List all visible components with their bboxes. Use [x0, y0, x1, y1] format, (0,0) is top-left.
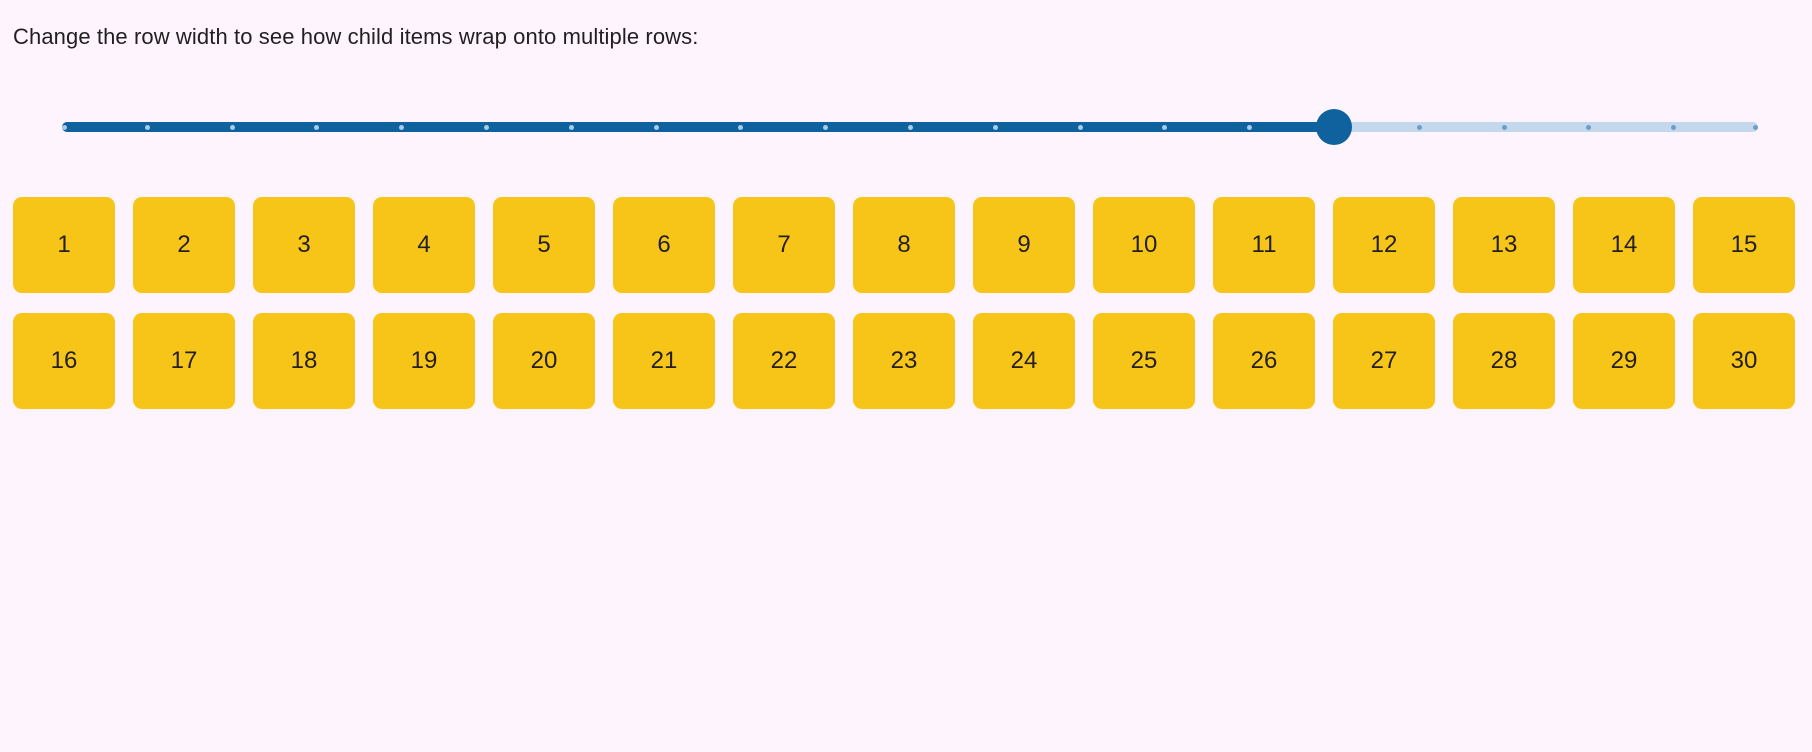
slider-tick [229, 125, 235, 130]
tile-item: 18 [253, 313, 355, 409]
tile-item: 3 [253, 197, 355, 293]
slider-track-active[interactable] [62, 122, 1334, 132]
tile-item: 8 [853, 197, 955, 293]
tile-item: 5 [493, 197, 595, 293]
slider-tick [144, 125, 150, 130]
tile-item: 2 [133, 197, 235, 293]
row-width-slider[interactable] [62, 107, 1758, 147]
tile-item: 25 [1093, 313, 1195, 409]
slider-tick [1753, 125, 1758, 130]
slider-tick [738, 125, 744, 130]
tile-item: 29 [1573, 313, 1675, 409]
slider-tick [314, 125, 320, 130]
tile-item: 20 [493, 313, 595, 409]
slider-tick [1501, 125, 1507, 130]
tile-item: 26 [1213, 313, 1315, 409]
slider-tick [1247, 125, 1253, 130]
tile-item: 30 [1693, 313, 1795, 409]
tile-item: 23 [853, 313, 955, 409]
tile-item: 19 [373, 313, 475, 409]
slider-tick [399, 125, 405, 130]
tile-item: 7 [733, 197, 835, 293]
slider-tick [1671, 125, 1677, 130]
slider-tick [484, 125, 489, 130]
slider-tick [823, 125, 829, 130]
slider-tick [1162, 125, 1168, 130]
slider-tick [568, 125, 574, 130]
tile-item: 28 [1453, 313, 1555, 409]
tile-item: 11 [1213, 197, 1315, 293]
slider-tick [653, 125, 659, 130]
tile-item: 22 [733, 313, 835, 409]
slider-tick [992, 125, 998, 130]
tile-item: 12 [1333, 197, 1435, 293]
tile-item: 4 [373, 197, 475, 293]
tile-item: 15 [1693, 197, 1795, 293]
tile-item: 14 [1573, 197, 1675, 293]
slider-tick [1077, 125, 1083, 130]
tile-item: 6 [613, 197, 715, 293]
instruction-label: Change the row width to see how child it… [13, 24, 699, 49]
slider-tick [1586, 125, 1592, 130]
tile-item: 24 [973, 313, 1075, 409]
slider-tick [1416, 125, 1422, 130]
slider-tick [62, 125, 67, 130]
tile-item: 1 [13, 197, 115, 293]
tile-item: 16 [13, 313, 115, 409]
tile-item: 17 [133, 313, 235, 409]
tile-item: 21 [613, 313, 715, 409]
tile-item: 9 [973, 197, 1075, 293]
slider-tick [908, 125, 913, 130]
tile-item: 13 [1453, 197, 1555, 293]
slider-thumb[interactable] [1316, 109, 1352, 145]
tile-item: 27 [1333, 313, 1435, 409]
tile-item: 10 [1093, 197, 1195, 293]
